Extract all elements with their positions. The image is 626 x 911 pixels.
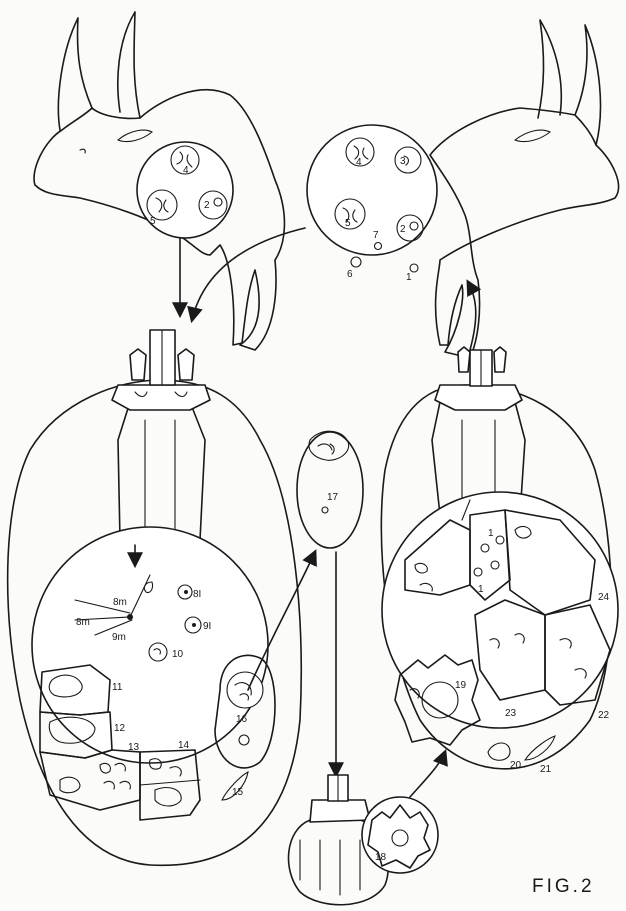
stage-label: 14 — [178, 740, 190, 751]
nymph-sporokinete-circle: 18 — [362, 797, 438, 873]
left-host-blood-circle: 4 5 2 — [137, 142, 233, 238]
right-tick-cell-circle: 1 1 19 23 24 22 20 21 — [382, 492, 618, 775]
stage-label: 9I — [203, 621, 211, 632]
arrow-nymph-to-tick — [410, 752, 445, 797]
stage-label: 8I — [193, 589, 201, 600]
stage-label: 1 — [406, 272, 412, 283]
stage-label: 17 — [327, 492, 339, 503]
stage-label: 6 — [347, 269, 353, 280]
arrow-host-to-tick — [192, 228, 305, 320]
stage-label: 1 — [488, 528, 494, 539]
stage-label: 1 — [478, 584, 484, 595]
stage-label: 2 — [204, 200, 210, 211]
tick-egg: 17 — [297, 431, 363, 548]
stage-label: 22 — [598, 710, 610, 721]
stage-label: 5 — [150, 216, 156, 227]
stage-label: 4 — [356, 157, 362, 168]
stage-label: 18 — [375, 852, 387, 863]
right-host-blood-circle: 4 3 5 2 7 6 1 — [307, 125, 437, 283]
stage-label: 12 — [114, 723, 126, 734]
left-tick-cell-circle: 8m 8I 8m 9I 9m 10 11 12 13 14 15 16 — [32, 527, 275, 820]
stage-label: 9m — [112, 632, 126, 643]
stage-label: 2 — [400, 224, 406, 235]
stage-label: 15 — [232, 787, 244, 798]
stage-label: 4 — [183, 165, 189, 176]
stage-label: 8m — [76, 617, 90, 628]
stage-label: 11 — [112, 682, 123, 693]
stage-label: 16 — [236, 714, 248, 725]
stage-label: 24 — [598, 592, 610, 603]
stage-label: 23 — [505, 708, 517, 719]
stage-label: 13 — [128, 742, 140, 753]
stage-label: 10 — [172, 649, 184, 660]
stage-label: 20 — [510, 760, 522, 771]
stage-label: 19 — [455, 680, 467, 691]
stage-label: 5 — [345, 218, 351, 229]
stage-label: 7 — [373, 230, 379, 241]
stage-label: 21 — [540, 764, 552, 775]
stage-label: 8m — [113, 597, 127, 608]
figure-label: FIG.2 — [532, 876, 595, 897]
right-cattle-host — [430, 20, 619, 358]
arrow-tick-to-host — [468, 282, 476, 350]
stage-label: 3 — [400, 156, 406, 167]
